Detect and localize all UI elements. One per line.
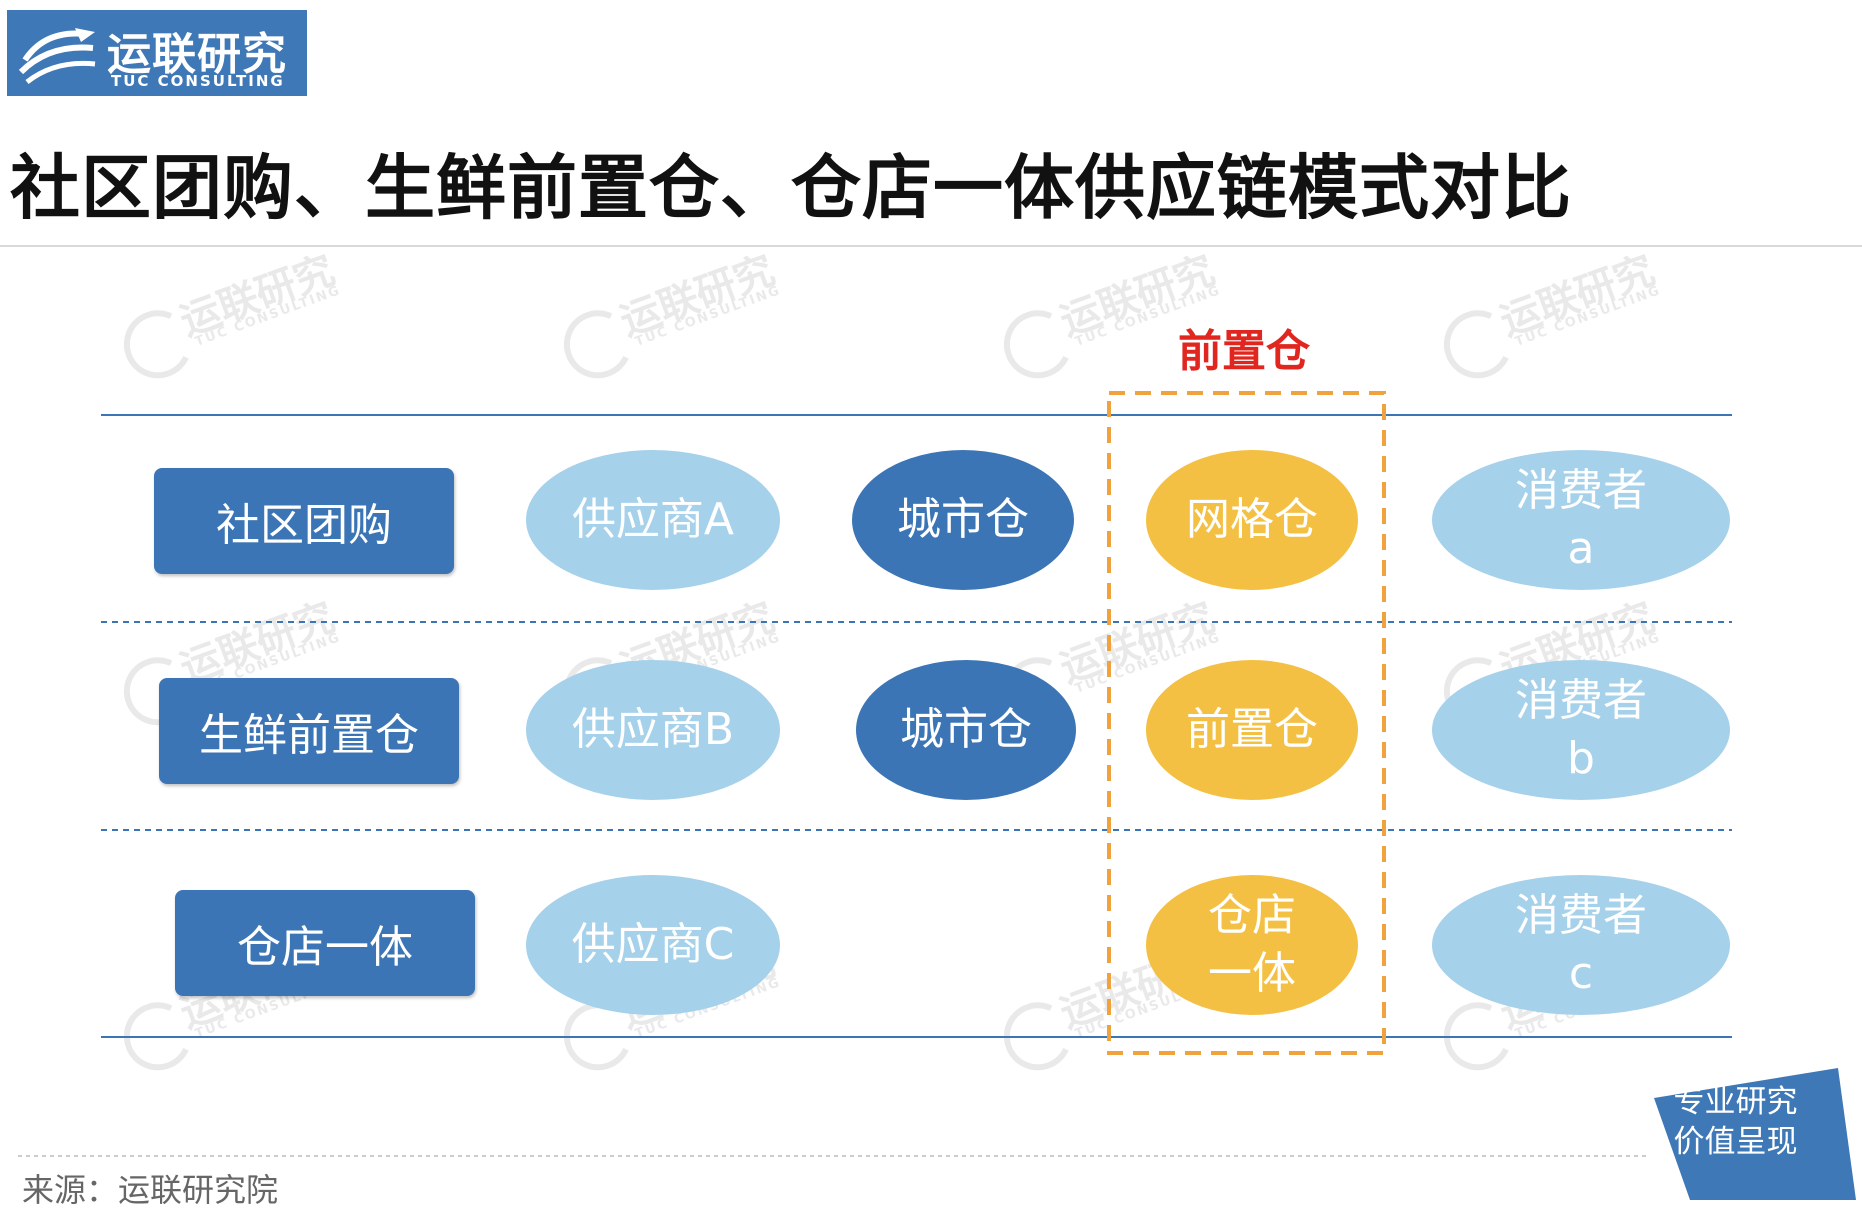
city-warehouse-node: 城市仓 <box>856 660 1076 800</box>
row-label-community-group-buying: 社区团购 <box>154 468 454 574</box>
slogan-badge <box>1654 1068 1856 1200</box>
front-warehouse-dashed-box <box>1107 391 1386 1055</box>
row-label-warehouse-store-integration: 仓店一体 <box>175 890 475 996</box>
brand-name-en: TUC CONSULTING <box>111 72 285 90</box>
front-warehouse-node: 前置仓 <box>1146 660 1358 800</box>
warehouse-store-node: 仓店 一体 <box>1146 875 1358 1015</box>
brand-logo: 运联研究 TUC CONSULTING <box>7 10 307 96</box>
row-label-fresh-front-warehouse: 生鲜前置仓 <box>159 678 459 784</box>
slogan-line: 专业研究 <box>1673 1084 1798 1120</box>
slogan-line: 价值呈现 <box>1673 1124 1798 1160</box>
brand-name: 运联研究 <box>107 29 287 80</box>
consumer-node: 消费者 c <box>1432 875 1730 1015</box>
supplier-node: 供应商C <box>526 875 780 1015</box>
supplier-node: 供应商B <box>526 660 780 800</box>
consumer-node: 消费者 b <box>1432 660 1730 800</box>
slogan: 专业研究 价值呈现 <box>1648 1082 1823 1162</box>
page-title: 社区团购、生鲜前置仓、仓店一体供应链模式对比 <box>10 147 1572 229</box>
front-warehouse-caption: 前置仓 <box>1178 326 1310 377</box>
supplier-node: 供应商A <box>526 450 780 590</box>
logo-swirl-icon <box>18 28 96 84</box>
city-warehouse-node: 城市仓 <box>852 450 1074 590</box>
source-note: 来源：运联研究院 <box>22 1171 279 1209</box>
title-divider <box>0 245 1862 247</box>
consumer-node: 消费者 a <box>1432 450 1730 590</box>
grid-warehouse-node: 网格仓 <box>1146 450 1358 590</box>
